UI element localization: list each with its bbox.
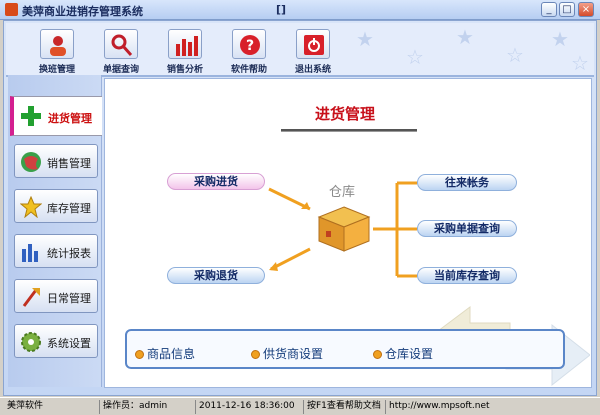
toolbar-label: 软件帮助 [230, 65, 267, 75]
current-stock-query-button[interactable]: 当前库存查询 [417, 267, 517, 284]
help-icon: ? [232, 29, 266, 59]
quick-links-bar: 商品信息 供货商设置 仓库设置 [125, 329, 565, 369]
star-icon [19, 195, 43, 219]
page-title: 进货管理 [315, 105, 376, 123]
sales-analysis-button[interactable]: 销售分析 [162, 29, 208, 75]
bullet-icon [251, 350, 260, 359]
star-decoration-icon: ★ [456, 25, 474, 49]
close-button[interactable]: × [578, 2, 594, 17]
app-icon [5, 3, 18, 16]
sidebar-item-daily-management[interactable]: 日常管理 [14, 279, 98, 313]
exit-system-button[interactable]: 退出系统 [290, 29, 336, 75]
toolbar-label: 退出系统 [294, 65, 331, 75]
svg-text:?: ? [246, 38, 254, 54]
warehouse-settings-link[interactable]: 仓库设置 [373, 345, 433, 362]
warehouse-box-icon [317, 206, 371, 252]
star-decoration-icon: ☆ [571, 51, 589, 75]
bullet-icon [373, 350, 382, 359]
purchase-return-button[interactable]: 采购退货 [167, 267, 265, 284]
sidebar-item-statistics-report[interactable]: 统计报表 [14, 234, 98, 268]
toolbar-label: 销售分析 [166, 65, 203, 75]
goods-info-link[interactable]: 商品信息 [135, 345, 195, 362]
chart-icon [20, 241, 42, 263]
broom-icon [20, 286, 42, 308]
sidebar-item-sales-management[interactable]: 销售管理 [14, 144, 98, 178]
sidebar-item-label: 统计报表 [47, 247, 91, 260]
link-label: 仓库设置 [385, 347, 434, 361]
toolbar: ★ ☆ ★ ☆ ★ ☆ 换班管理 单据查询 销售分析 ? [6, 23, 594, 77]
content-panel: 进货管理 采购进货 采购退货 仓库 往来帐务 采购单据查询 当前库存查询 商品信… [104, 78, 592, 388]
globe-icon [20, 151, 42, 173]
link-label: 供货商设置 [263, 347, 324, 361]
star-decoration-icon: ☆ [506, 43, 524, 67]
document-query-button[interactable]: 单据查询 [98, 29, 144, 75]
minimize-button[interactable]: _ [541, 2, 557, 17]
sidebar-item-purchase-management[interactable]: 进货管理 [10, 96, 102, 136]
purchase-in-button[interactable]: 采购进货 [167, 173, 265, 190]
bar-chart-icon [168, 29, 202, 59]
supplier-settings-link[interactable]: 供货商设置 [251, 345, 323, 362]
accounts-button[interactable]: 往来帐务 [417, 174, 517, 191]
status-help: 按F1查看帮助文档 [304, 400, 386, 414]
power-icon [296, 29, 330, 59]
status-operator: 操作员：admin [100, 400, 196, 414]
bullet-icon [135, 350, 144, 359]
software-help-button[interactable]: ? 软件帮助 [226, 29, 272, 75]
sidebar-item-system-settings[interactable]: 系统设置 [14, 324, 98, 358]
star-decoration-icon: ★ [356, 27, 374, 51]
gear-icon [20, 331, 42, 353]
window-title: 美萍商业进销存管理系统 [22, 5, 143, 18]
user-icon [40, 29, 74, 59]
warehouse-label: 仓库 [329, 185, 356, 200]
link-label: 商品信息 [147, 347, 196, 361]
title-bar: 美萍商业进销存管理系统 [] _ □ × [0, 0, 600, 20]
maximize-button[interactable]: □ [559, 2, 575, 17]
plus-icon [20, 105, 42, 127]
status-bar: 美萍软件 操作员：admin 2011-12-16 18:36:00 按F1查看… [0, 397, 600, 415]
toolbar-label: 换班管理 [38, 65, 75, 75]
toolbar-label: 单据查询 [102, 65, 139, 75]
sidebar-item-label: 进货管理 [48, 112, 92, 125]
purchase-document-query-button[interactable]: 采购单据查询 [417, 220, 517, 237]
flow-lines [268, 181, 417, 278]
sidebar-item-inventory-management[interactable]: 库存管理 [14, 189, 98, 223]
sidebar-item-label: 系统设置 [47, 337, 91, 350]
star-decoration-icon: ☆ [406, 45, 424, 69]
status-datetime: 2011-12-16 18:36:00 [196, 400, 304, 414]
sidebar-item-label: 日常管理 [47, 292, 91, 305]
status-url: http://www.mpsoft.net [389, 401, 490, 411]
sidebar-item-label: 销售管理 [47, 157, 91, 170]
shift-management-button[interactable]: 换班管理 [34, 29, 80, 75]
magnifier-icon [104, 29, 138, 59]
star-decoration-icon: ★ [551, 27, 569, 51]
status-company: 美萍软件 [4, 400, 100, 414]
title-underline [281, 129, 417, 132]
title-bracket: [] [276, 3, 287, 16]
sidebar-item-label: 库存管理 [47, 202, 91, 215]
